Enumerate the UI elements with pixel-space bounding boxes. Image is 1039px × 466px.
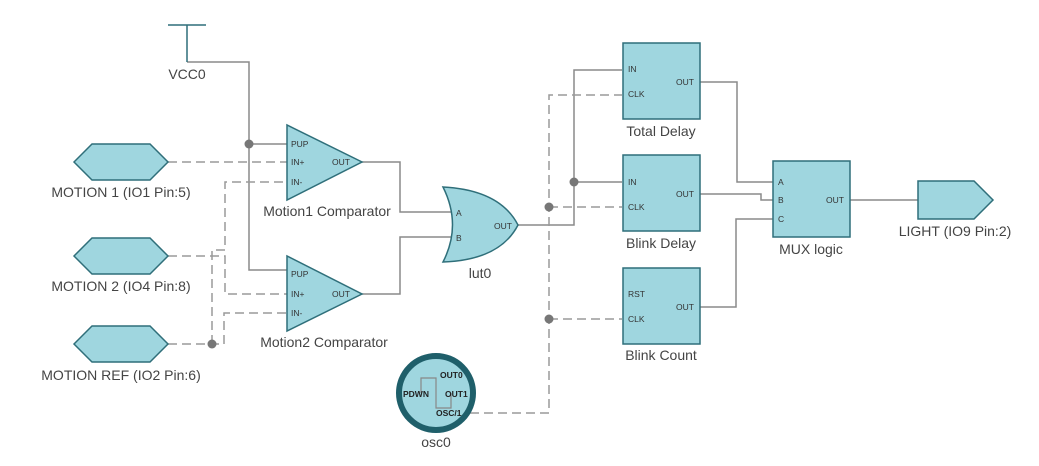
vcc-label: VCC0	[168, 66, 206, 82]
pin-label: OUT	[332, 157, 350, 167]
junction	[544, 314, 554, 324]
input-motion2[interactable]: MOTION 2 (IO4 Pin:8)	[51, 237, 191, 294]
oscillator-osc0[interactable]: PDWN OUT0 OUT1 OSC/1 osc0	[396, 353, 476, 450]
pin-label: PUP	[291, 269, 309, 279]
pin-label: OUT	[494, 221, 512, 231]
pin-label: IN+	[291, 289, 305, 299]
osc-label: osc0	[421, 434, 451, 450]
pin-label: PDWN	[403, 389, 429, 399]
wire-motion2-a	[168, 255, 288, 295]
wire-comp1-out	[362, 161, 452, 213]
comparator-label: Motion2 Comparator	[260, 334, 388, 350]
junction	[544, 202, 554, 212]
output-light[interactable]: LIGHT (IO9 Pin:2)	[899, 180, 1012, 239]
input-label: MOTION REF (IO2 Pin:6)	[41, 367, 200, 383]
block-label: Blink Count	[625, 347, 697, 363]
input-motion1[interactable]: MOTION 1 (IO1 Pin:5)	[51, 143, 191, 200]
wire-motionref	[168, 312, 288, 345]
wire-ref-to-comp1	[211, 181, 288, 344]
pin-label: IN-	[291, 308, 303, 318]
wire-count-out	[700, 218, 773, 308]
wire-vcc	[187, 61, 288, 271]
pin-label: OUT	[826, 195, 844, 205]
input-label: MOTION 1 (IO1 Pin:5)	[51, 184, 190, 200]
pin-label: OUT0	[440, 370, 463, 380]
wire-blink-out	[700, 193, 773, 201]
pin-label: OUT1	[445, 389, 468, 399]
comparator-label: Motion1 Comparator	[263, 203, 391, 219]
wire-lut-out	[518, 69, 622, 226]
pin-label: C	[778, 214, 784, 224]
comparator-motion2[interactable]: PUP IN+ IN- OUT Motion2 Comparator	[260, 254, 388, 350]
lut0-gate[interactable]: A B OUT lut0	[441, 186, 519, 281]
vcc-symbol[interactable]: VCC0	[168, 24, 206, 82]
input-label: MOTION 2 (IO4 Pin:8)	[51, 278, 190, 294]
pin-label: PUP	[291, 139, 309, 149]
output-label: LIGHT (IO9 Pin:2)	[899, 223, 1012, 239]
pin-label: IN	[628, 177, 637, 187]
pin-label: OUT	[676, 189, 694, 199]
pin-label: A	[456, 208, 462, 218]
wire-comp2-out	[362, 236, 452, 295]
pin-label: A	[778, 177, 784, 187]
pin-label: B	[456, 233, 462, 243]
mux-logic[interactable]: A B C OUT MUX logic	[772, 160, 851, 257]
pin-label: RST	[628, 289, 645, 299]
block-blink-delay[interactable]: IN CLK OUT Blink Delay	[622, 154, 701, 251]
pin-label: OSC/1	[436, 408, 462, 418]
pin-label: CLK	[628, 314, 645, 324]
pin-label: CLK	[628, 89, 645, 99]
pin-label: IN-	[291, 177, 303, 187]
block-label: Total Delay	[626, 123, 695, 139]
pin-label: B	[778, 195, 784, 205]
pin-label: OUT	[332, 289, 350, 299]
mux-label: MUX logic	[779, 241, 843, 257]
pin-label: OUT	[676, 302, 694, 312]
wire-total-out	[700, 81, 773, 183]
block-blink-count[interactable]: RST CLK OUT Blink Count	[622, 267, 701, 363]
junction	[569, 177, 579, 187]
wire-clock	[470, 94, 622, 414]
pin-label: CLK	[628, 202, 645, 212]
block-label: Blink Delay	[626, 235, 696, 251]
pin-label: OUT	[676, 77, 694, 87]
block-total-delay[interactable]: IN CLK OUT Total Delay	[622, 42, 701, 139]
junction	[244, 139, 254, 149]
comparator-motion1[interactable]: PUP IN+ IN- OUT Motion1 Comparator	[263, 123, 391, 219]
pin-label: IN	[628, 64, 637, 74]
pin-label: IN+	[291, 157, 305, 167]
junction	[207, 339, 217, 349]
input-motionref[interactable]: MOTION REF (IO2 Pin:6)	[41, 325, 201, 383]
lut-label: lut0	[469, 265, 492, 281]
